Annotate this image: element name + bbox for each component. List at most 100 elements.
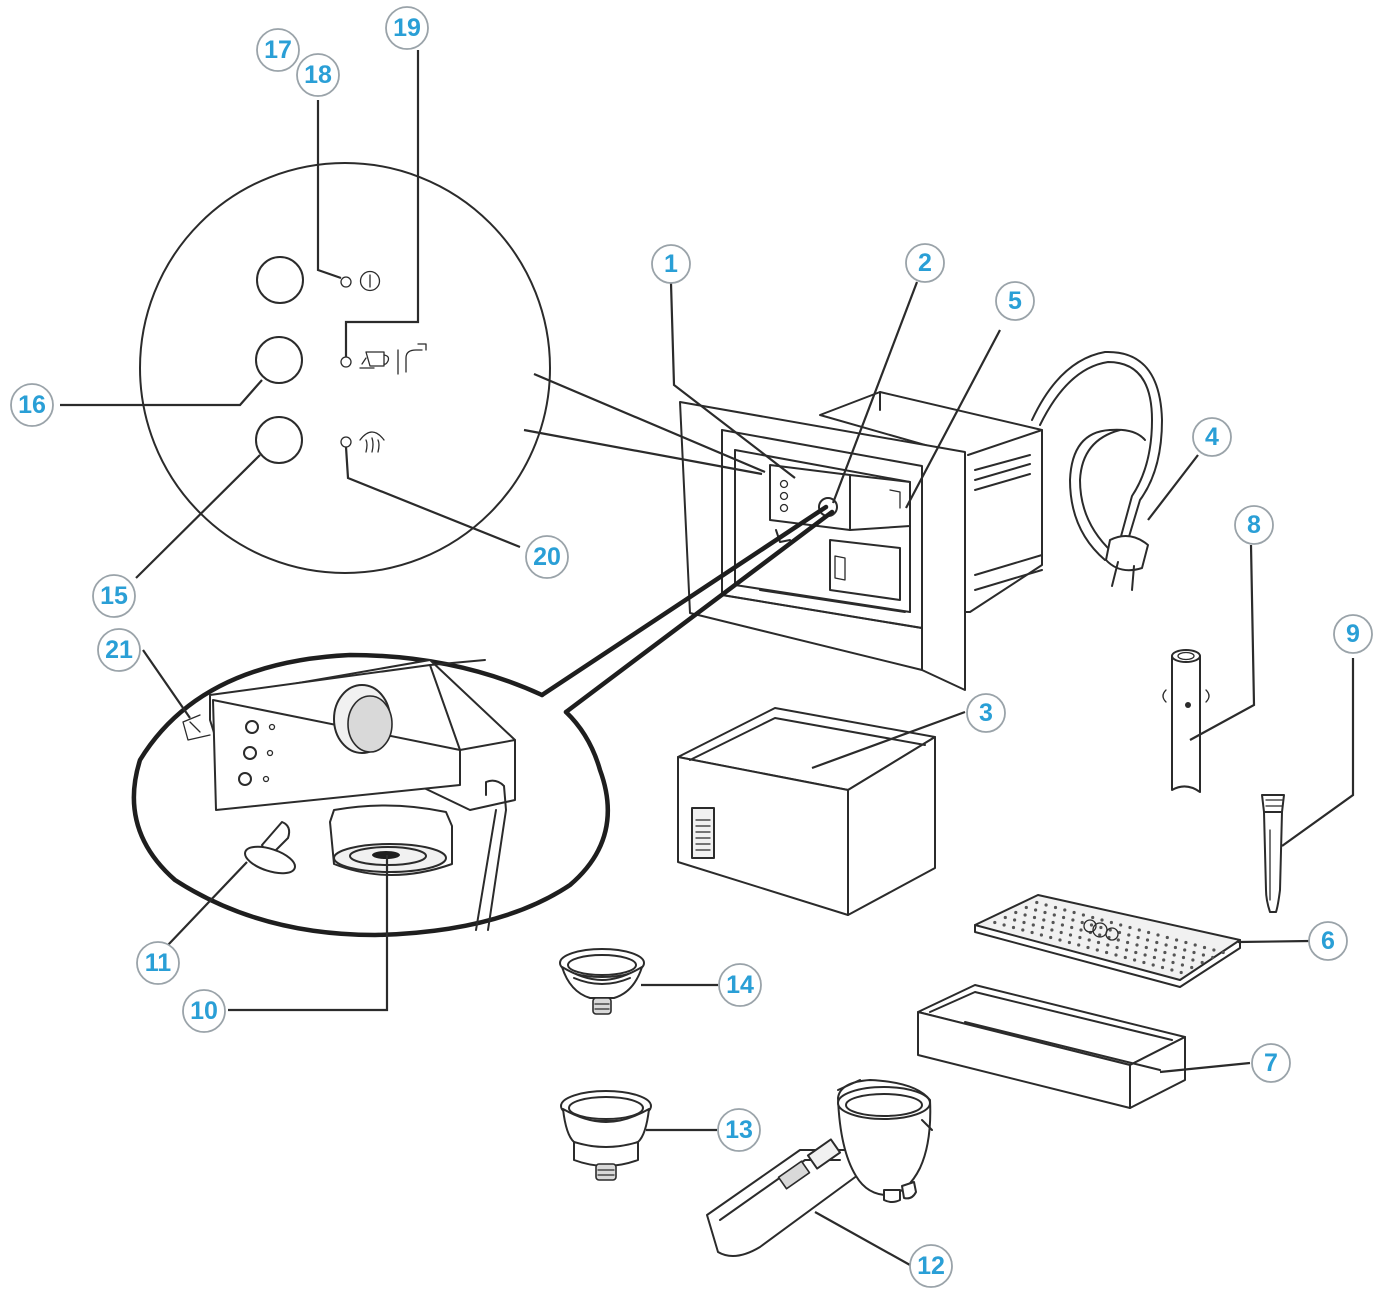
grid-hole — [1077, 943, 1081, 947]
callout-15: 15 — [92, 574, 136, 618]
svg-text:1: 1 — [664, 250, 678, 278]
callouts: 1 2 3 4 5 6 7 8 9 10 11 12 13 14 15 16 1… — [10, 6, 1373, 1288]
grid-hole — [1151, 963, 1155, 967]
leader-lines — [60, 50, 1355, 1266]
grid-hole — [1191, 958, 1195, 962]
control-panel-detail — [139, 162, 551, 574]
grid-hole — [1155, 940, 1159, 945]
grid-hole — [1127, 933, 1131, 937]
leader-9 — [1281, 658, 1355, 847]
callout-3: 3 — [966, 693, 1006, 733]
steam-indicator-light — [340, 436, 352, 448]
grid-hole — [1156, 933, 1160, 937]
frothing-nozzle — [1261, 794, 1285, 913]
grid-hole — [1035, 900, 1039, 905]
grid-hole — [1165, 935, 1169, 940]
grid-hole — [1089, 923, 1094, 927]
grid-hole — [1002, 923, 1006, 927]
grid-hole — [1124, 948, 1129, 952]
grid-hole — [1096, 940, 1101, 945]
svg-text:9: 9 — [1346, 620, 1360, 648]
grid-hole — [1170, 968, 1174, 972]
grid-hole — [1099, 925, 1103, 930]
grid-hole — [1190, 965, 1194, 970]
steam-icon — [359, 431, 385, 453]
svg-text:13: 13 — [725, 1116, 753, 1144]
grid-hole — [1152, 955, 1156, 960]
callout-16: 16 — [10, 383, 54, 427]
grid-hole — [1172, 953, 1176, 957]
callout-14: 14 — [718, 963, 762, 1007]
grid-hole — [1050, 928, 1054, 932]
leader-4 — [1147, 454, 1199, 521]
grid-hole — [1142, 960, 1146, 965]
grid-hole — [1098, 933, 1102, 937]
leader-21 — [142, 649, 191, 719]
callout-2: 2 — [905, 243, 945, 283]
callout-4: 4 — [1192, 417, 1232, 457]
svg-text:6: 6 — [1321, 927, 1335, 955]
grid-hole — [1180, 963, 1184, 967]
svg-text:11: 11 — [145, 949, 172, 977]
grid-hole — [1003, 915, 1007, 920]
grid-hole — [1042, 918, 1046, 922]
grid-hole — [1034, 908, 1038, 912]
grid-hole — [1221, 950, 1225, 955]
svg-text:3: 3 — [979, 699, 993, 727]
grid-hole — [1116, 938, 1120, 942]
grid-hole — [1171, 960, 1175, 965]
svg-text:12: 12 — [917, 1252, 945, 1280]
leader-panel-a — [533, 372, 766, 474]
grid-hole — [1184, 940, 1188, 945]
leader-15 — [135, 454, 261, 579]
grid-hole — [1162, 958, 1166, 962]
leader-11 — [167, 861, 248, 946]
grid-hole — [1071, 918, 1075, 922]
grid-hole — [1021, 928, 1025, 932]
grid-hole — [1144, 945, 1148, 950]
grid-hole — [1053, 905, 1058, 910]
grid-hole — [1030, 930, 1034, 935]
grid-hole — [1133, 958, 1137, 962]
grid-hole — [1023, 913, 1027, 917]
leader-2 — [831, 281, 919, 504]
svg-text:21: 21 — [105, 636, 133, 664]
grid-hole — [1128, 925, 1132, 930]
grid-hole — [1043, 910, 1047, 915]
leader-7 — [1159, 1061, 1251, 1074]
grid-hole — [1117, 930, 1122, 935]
svg-text:16: 16 — [18, 391, 46, 419]
grid-hole — [1173, 945, 1177, 950]
grid-hole — [1072, 910, 1076, 915]
grid-hole — [1115, 945, 1119, 950]
callout-20: 20 — [525, 535, 569, 579]
grid-hole — [1032, 915, 1037, 920]
button-15 — [255, 416, 303, 464]
leader-1 — [669, 282, 796, 479]
grid-hole — [1183, 948, 1187, 952]
grid-hole — [1087, 938, 1091, 942]
grid-hole — [1095, 948, 1099, 952]
svg-text:18: 18 — [304, 61, 332, 89]
grid-hole — [1014, 910, 1018, 915]
grid-hole — [1067, 940, 1071, 945]
callout-7: 7 — [1251, 1043, 1291, 1083]
button-16 — [255, 336, 303, 384]
callout-19: 19 — [385, 6, 429, 50]
double-cup-filter — [560, 1090, 652, 1181]
callout-17: 17 — [256, 28, 300, 72]
leader-6 — [1237, 939, 1311, 944]
drip-tray — [917, 984, 1186, 1109]
svg-text:17: 17 — [264, 36, 292, 64]
grid-hole — [1106, 943, 1110, 947]
leader-12 — [814, 1211, 911, 1266]
grid-hole — [1091, 915, 1095, 920]
svg-text:15: 15 — [100, 582, 128, 610]
grid-hole — [1058, 938, 1062, 942]
grid-hole — [1123, 955, 1127, 960]
svg-text:7: 7 — [1264, 1049, 1278, 1077]
grid-hole — [1100, 918, 1104, 922]
grid-hole — [1181, 955, 1186, 960]
grid-hole — [1147, 930, 1151, 935]
